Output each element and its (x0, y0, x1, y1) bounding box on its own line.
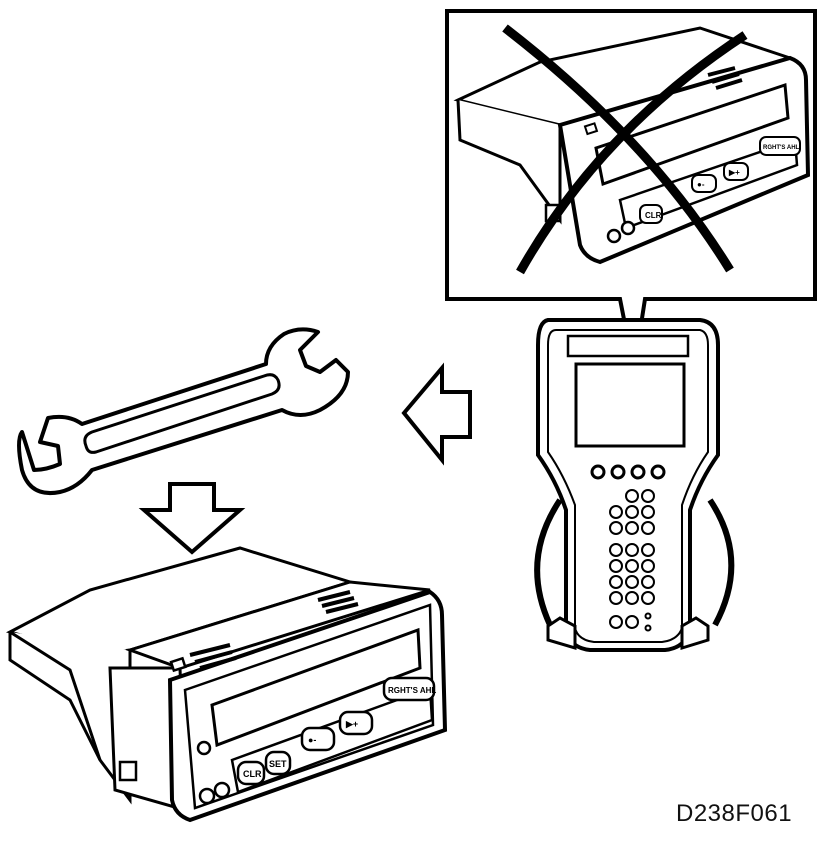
unit-buttons: CLR SET ●- ▶+ RGHT'S AHL (236, 676, 436, 786)
wrench-icon (17, 327, 350, 495)
inset-unit-buttons: CLR ●- ▶+ RGHT'S AHL (639, 136, 801, 224)
unit-button-set-label: SET (269, 759, 287, 769)
unit-button-plus-label: ▶+ (345, 719, 358, 729)
tachograph-unit: CLR SET ●- ▶+ RGHT'S AHL (8, 546, 447, 822)
diagnostic-tester (534, 318, 735, 652)
unit-button-right-label: RGHT'S AHL (388, 686, 436, 695)
arrow-left-icon (401, 362, 472, 466)
inset-button-clr-label: CLR (645, 211, 662, 220)
tester-screen (574, 362, 686, 448)
arrow-down-icon (138, 482, 246, 555)
inset-button-minus-label: ●- (697, 180, 705, 189)
figure-id-label: D238F061 (676, 800, 793, 827)
inset-button-right-label: RGHT'S AHL (763, 145, 800, 151)
inset-button-plus-label: ▶+ (728, 168, 740, 177)
unit-button-clr-label: CLR (243, 769, 262, 779)
unit-button-minus-label: ●- (308, 735, 316, 745)
prohibited-x-icon (502, 24, 748, 275)
tester-keypad (609, 489, 655, 632)
prohibited-inset: CLR ●- ▶+ RGHT'S AHL (445, 9, 817, 371)
